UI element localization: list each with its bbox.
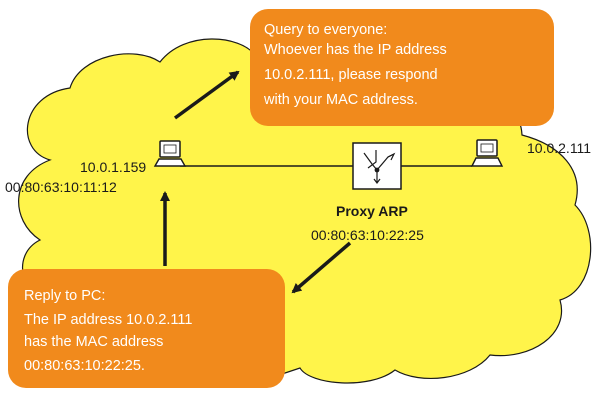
reply-line-1: Reply to PC: [24, 288, 105, 304]
computer-icon [153, 140, 187, 167]
query-line-1: Query to everyone: [264, 22, 387, 38]
reply-line-4: 00:80:63:10:22:25. [24, 358, 145, 374]
query-line-3: 10.0.2.111, please respond [264, 67, 438, 83]
query-arrow [173, 70, 240, 120]
reply-bubble-text: Reply to PC: The IP address 10.0.2.111 h… [24, 288, 197, 374]
reply-arrow [291, 241, 352, 294]
left-pc-mac-label: 00:80:63:10:11:12 [5, 179, 117, 195]
query-line-2: Whoever has the IP address [264, 42, 447, 58]
computer-icon [470, 139, 504, 167]
right-pc-ip-label: 10.0.2.111 [527, 140, 591, 156]
router-icon [352, 142, 402, 190]
proxy-arp-title: Proxy ARP [336, 203, 408, 219]
reply-line-2: The IP address 10.0.2.111 [24, 312, 192, 328]
left-pc-ip-label: 10.0.1.159 [80, 159, 146, 175]
reply-bubble: Reply to PC: The IP address 10.0.2.111 h… [8, 269, 285, 388]
query-bubble: Query to everyone: Whoever has the IP ad… [250, 9, 554, 126]
query-bubble-box [250, 9, 554, 126]
query-line-4: with your MAC address. [263, 92, 418, 108]
proxy-arp-mac-label: 00:80:63:10:22:25 [311, 227, 424, 243]
reply-line-3: has the MAC address [24, 334, 163, 350]
query-bubble-text: Query to everyone: Whoever has the IP ad… [263, 22, 451, 108]
reply-bubble-box [8, 269, 285, 388]
